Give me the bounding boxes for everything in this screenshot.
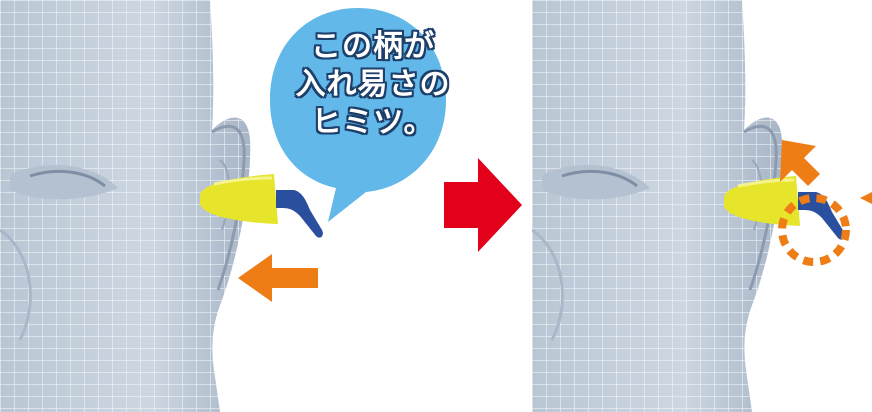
next-step-arrow-icon bbox=[444, 158, 522, 252]
rotation-arrow-icon bbox=[778, 140, 872, 266]
earplug-icon bbox=[200, 174, 323, 238]
face-illustration-2 bbox=[532, 0, 783, 412]
speech-bubble bbox=[270, 8, 446, 222]
face-illustration-1 bbox=[0, 0, 251, 412]
bubble-line-1: この柄が bbox=[311, 29, 435, 64]
step-2-panel bbox=[532, 0, 872, 412]
bubble-line-3: ヒミツ。 bbox=[311, 105, 435, 140]
earplug-icon-inserted bbox=[724, 176, 845, 240]
push-arrow-icon bbox=[238, 254, 318, 302]
bubble-caption: この柄が 入れ易さの ヒミツ。 bbox=[278, 28, 468, 142]
step-1-panel bbox=[0, 0, 340, 412]
bubble-line-2: 入れ易さの bbox=[295, 67, 451, 102]
